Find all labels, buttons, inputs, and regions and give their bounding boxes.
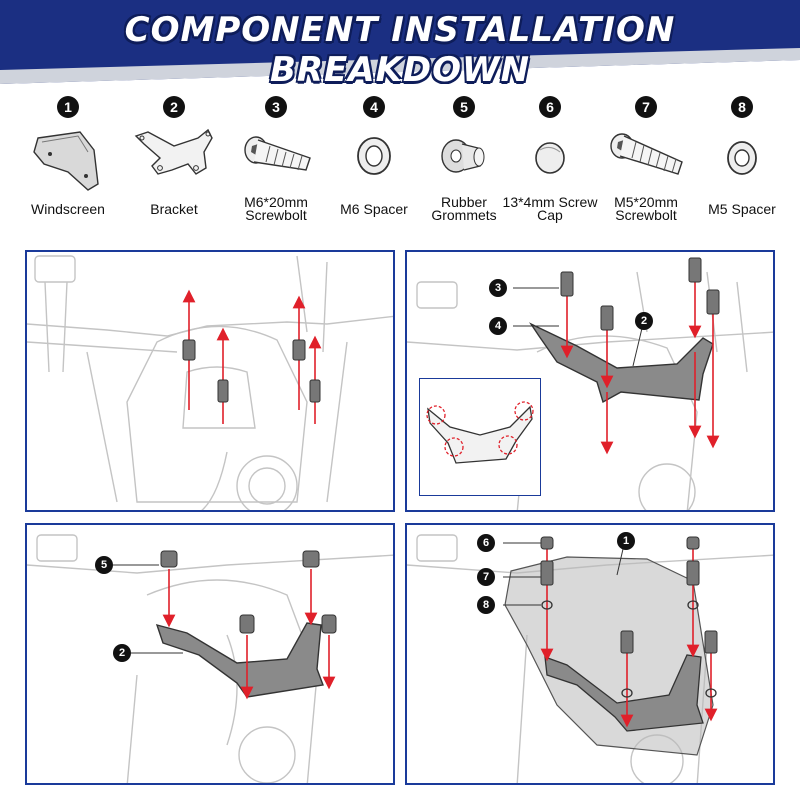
page-title: COMPONENT INSTALLATION BREAKDOWN	[124, 10, 676, 84]
part-rubber-grommets: 5 Rubber Grommets	[416, 88, 512, 238]
part-number: 5	[453, 96, 475, 118]
step-2-arrows	[513, 257, 720, 455]
bracket-part	[155, 622, 324, 698]
part-number: 7	[635, 96, 657, 118]
header-banner: COMPONENT INSTALLATION BREAKDOWN	[0, 0, 800, 84]
windscreen-icon	[33, 131, 99, 191]
bracket-part	[529, 322, 714, 404]
part-label: M6*20mm Screwbolt	[244, 194, 308, 223]
step-3-arrows	[113, 550, 337, 700]
callout-2: 2	[635, 312, 653, 330]
step-4-panel: 6 7 8 1	[405, 523, 775, 785]
part-m6-spacer: 4 M6 Spacer	[326, 88, 422, 238]
step-1-arrows	[182, 289, 322, 424]
part-m6-screwbolt: 3 M6*20mm Screwbolt	[228, 88, 324, 238]
screwbolt-icon	[244, 136, 311, 171]
parts-list: 1 Windscreen 2 Bracket 3 M6*20mm Screwbo…	[0, 88, 800, 238]
part-number: 8	[731, 96, 753, 118]
part-number: 3	[265, 96, 287, 118]
callout-7: 7	[477, 568, 495, 586]
spacer-icon	[727, 141, 757, 175]
callout-6: 6	[477, 534, 495, 552]
part-screw-cap: 6 13*4mm Screw Cap	[502, 88, 598, 238]
motorcycle-line-art	[27, 255, 393, 510]
part-label: M5*20mm Screwbolt	[614, 194, 678, 223]
spacer-icon	[357, 137, 391, 175]
screw-cap-icon	[535, 142, 565, 174]
screwbolt-icon	[610, 133, 683, 175]
bracket-icon	[134, 128, 213, 175]
part-number: 2	[163, 96, 185, 118]
part-m5-screwbolt: 7 M5*20mm Screwbolt	[598, 88, 694, 238]
part-label: Bracket	[150, 201, 198, 217]
part-label: M5 Spacer	[708, 201, 776, 217]
step-4-arrows	[503, 536, 718, 756]
part-label: Windscreen	[31, 201, 105, 217]
bracket-detail-inset	[419, 378, 541, 496]
step-2-panel: 3 4 2	[405, 250, 775, 512]
part-label: M6 Spacer	[340, 201, 408, 217]
part-number: 6	[539, 96, 561, 118]
callout-3: 3	[489, 279, 507, 297]
grommet-icon	[441, 139, 485, 173]
part-number: 1	[57, 96, 79, 118]
callout-1: 1	[617, 532, 635, 550]
header-background	[0, 0, 800, 84]
callout-2: 2	[113, 644, 131, 662]
part-label: 13*4mm Screw Cap	[502, 194, 598, 223]
part-bracket: 2 Bracket	[126, 88, 222, 238]
bracket-part	[544, 654, 704, 732]
callout-8: 8	[477, 596, 495, 614]
part-number: 4	[363, 96, 385, 118]
part-label: Rubber Grommets	[431, 194, 497, 223]
step-1-panel	[25, 250, 395, 512]
callout-5: 5	[95, 556, 113, 574]
part-m5-spacer: 8 M5 Spacer	[694, 88, 790, 238]
bracket-detail-drawing	[426, 401, 534, 464]
callout-4: 4	[489, 317, 507, 335]
part-windscreen: 1 Windscreen	[20, 88, 116, 238]
step-3-panel: 5 2	[25, 523, 395, 785]
